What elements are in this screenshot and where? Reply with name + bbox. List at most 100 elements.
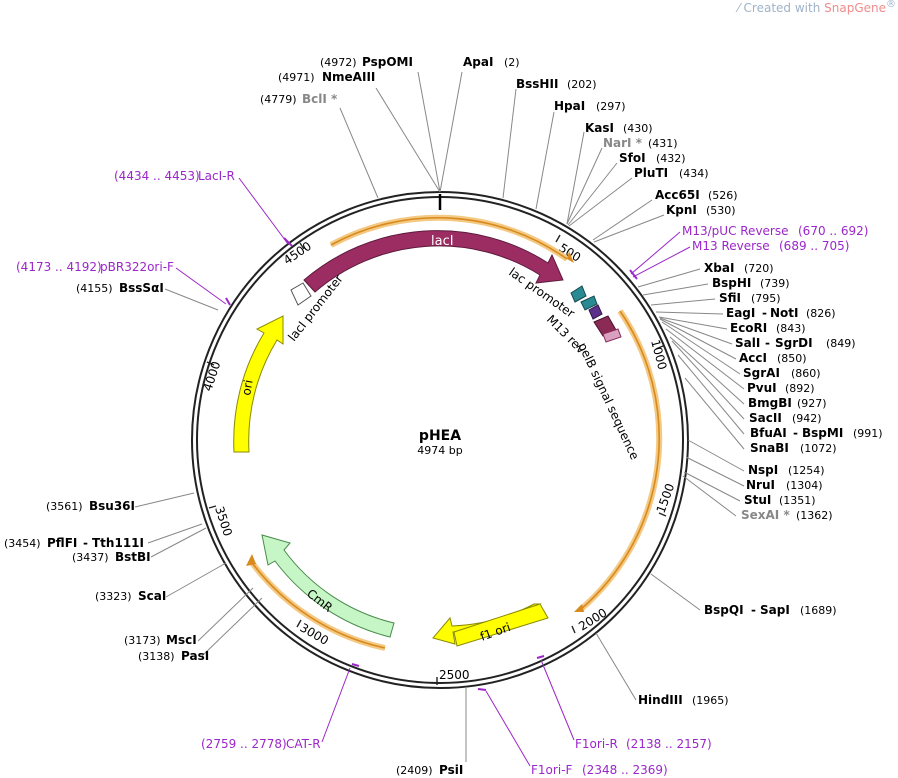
site-sacii-name[interactable]: SacII — [749, 411, 782, 425]
site-bssh2-name[interactable]: BssHII — [516, 77, 558, 91]
site-acci-name[interactable]: AccI — [739, 351, 767, 365]
primer-f1ori-f-name[interactable]: F1ori-F — [531, 763, 572, 777]
site-bfuai-name[interactable]: BfuAI — [750, 426, 787, 440]
site-tth111i-name[interactable]: Tth111I — [92, 536, 144, 550]
site-nmeaiii-name[interactable]: NmeAIII — [322, 70, 375, 84]
leader-nspi — [687, 439, 745, 472]
primer-cat-r-range: (2759 .. 2778) — [201, 737, 287, 751]
leader-m13rev — [632, 246, 691, 278]
site-snabi-name[interactable]: SnaBI — [750, 441, 789, 455]
site-pflfi-sep: - — [83, 536, 88, 550]
site-scai-name[interactable]: ScaI — [138, 589, 166, 603]
primer-mark-cat-r — [351, 663, 360, 667]
site-sapi-name[interactable]: SapI — [760, 603, 790, 617]
leader-bcli — [339, 107, 379, 199]
site-acc65i-name[interactable]: Acc65I — [655, 188, 700, 202]
site-sfii-name[interactable]: SfiI — [719, 291, 741, 305]
site-kpni-name[interactable]: KpnI — [666, 203, 697, 217]
orf-cmr-arrowhead — [246, 554, 256, 566]
primer-laci-r-name[interactable]: LacI-R — [198, 169, 235, 183]
site-msci-name[interactable]: MscI — [166, 633, 197, 647]
site-bsphi-name[interactable]: BspHI — [712, 276, 751, 290]
leader-nari — [566, 147, 603, 225]
site-bfuai-pos: (991) — [853, 427, 883, 440]
site-nari-pos: (431) — [648, 137, 678, 150]
site-acci-pos: (850) — [777, 352, 807, 365]
site-eagi-sep: - — [762, 306, 767, 320]
leader-kasi — [566, 131, 585, 225]
leader-nrui — [685, 456, 745, 487]
site-nari-name[interactable]: NarI * — [603, 136, 643, 150]
site-pvui-name[interactable]: PvuI — [747, 381, 777, 395]
site-pflfi-name[interactable]: PflFI — [47, 536, 77, 550]
site-nrui-pos: (1304) — [786, 479, 823, 492]
site-pasi-name[interactable]: PasI — [181, 649, 209, 663]
leader-acc65i — [592, 199, 653, 241]
site-psii-name[interactable]: PsiI — [439, 763, 463, 777]
plasmid-length: 4974 bp — [417, 444, 462, 457]
site-sali-name[interactable]: SalI — [735, 336, 760, 350]
tick-1000 — [655, 345, 664, 350]
leader-kpni — [593, 214, 665, 243]
leader-pasi — [201, 597, 263, 657]
site-hpai-name[interactable]: HpaI — [554, 99, 585, 113]
primer-mark-pbr322 — [225, 297, 231, 306]
site-nrui-name[interactable]: NruI — [746, 478, 775, 492]
site-sgrdi-name[interactable]: SgrDI — [775, 336, 813, 350]
feature-pelb-tip — [602, 328, 622, 343]
primer-mark-laci-r — [283, 237, 293, 247]
watermark-icon: ⁄ — [737, 1, 744, 15]
site-acc65i-pos: (526) — [708, 189, 738, 202]
primer-f1ori-r-range: (2138 .. 2157) — [626, 737, 712, 751]
leader-f1ori-r — [540, 659, 575, 741]
site-hindiii-name[interactable]: HindIII — [638, 693, 683, 707]
site-pluti-name[interactable]: PluTI — [634, 166, 668, 180]
site-bsu36i-pos: (3561) — [46, 500, 83, 513]
site-bcli-pos: (4779) — [260, 93, 297, 106]
site-bcli-name[interactable]: BclI * — [302, 92, 338, 106]
site-xbai-name[interactable]: XbaI — [704, 261, 734, 275]
leader-pbr322 — [175, 267, 227, 305]
site-ecori-name[interactable]: EcoRI — [730, 321, 767, 335]
site-bspqi-name[interactable]: BspQI — [704, 603, 744, 617]
leader-m13puc — [630, 231, 681, 275]
site-bsu36i-name[interactable]: Bsu36I — [89, 499, 135, 513]
site-kasi-name[interactable]: KasI — [585, 121, 614, 135]
site-bsssai-name[interactable]: BssSαI — [119, 281, 164, 295]
site-nspi-name[interactable]: NspI — [748, 463, 778, 477]
leader-bstbi — [150, 527, 207, 558]
primer-leaders — [175, 177, 691, 767]
feature-laci-arrow — [303, 230, 564, 293]
primer-m13rev-name[interactable]: M13 Reverse — [692, 239, 770, 253]
site-bmgbi-pos: (927) — [797, 397, 827, 410]
leader-sfoi — [567, 162, 618, 226]
site-pspomi-name[interactable]: PspOMI — [362, 55, 413, 69]
tick-3000 — [296, 619, 302, 628]
leader-f1ori-f — [485, 690, 531, 767]
tick-4500 — [299, 242, 305, 250]
site-bmgbi-name[interactable]: BmgBI — [748, 396, 792, 410]
leader-eagi — [655, 311, 724, 315]
site-eagi-name[interactable]: EagI — [726, 306, 755, 320]
site-bstbi-name[interactable]: BstBI — [115, 550, 151, 564]
feature-ori-arrow — [233, 315, 284, 453]
site-sfoi-name[interactable]: SfoI — [619, 151, 646, 165]
leader-xbai — [637, 268, 701, 288]
site-apai-name[interactable]: ApaI — [463, 55, 493, 69]
site-sexai-name[interactable]: SexAI * — [741, 508, 790, 522]
site-sgrai-name[interactable]: SgrAI — [743, 366, 780, 380]
leader-sfii — [650, 298, 716, 306]
tick-label-2500: 2500 — [439, 668, 470, 682]
primer-cat-r-name[interactable]: CAT-R — [286, 737, 321, 751]
site-noti-name[interactable]: NotI — [770, 306, 799, 320]
primer-f1ori-r-name[interactable]: F1ori-R — [575, 737, 618, 751]
leader-stui — [683, 471, 741, 502]
primer-m13puc-name[interactable]: M13/pUC Reverse — [682, 224, 789, 238]
site-scai-pos: (3323) — [95, 590, 132, 603]
site-bspqi-pos: (1689) — [800, 604, 837, 617]
site-stui-name[interactable]: StuI — [744, 493, 771, 507]
site-bspmi-name[interactable]: BspMI — [802, 426, 843, 440]
primer-pbr322-name[interactable]: pBR322ori-F — [100, 260, 174, 274]
leader-apai — [439, 71, 463, 193]
orf-laci-arrowhead — [567, 251, 574, 263]
